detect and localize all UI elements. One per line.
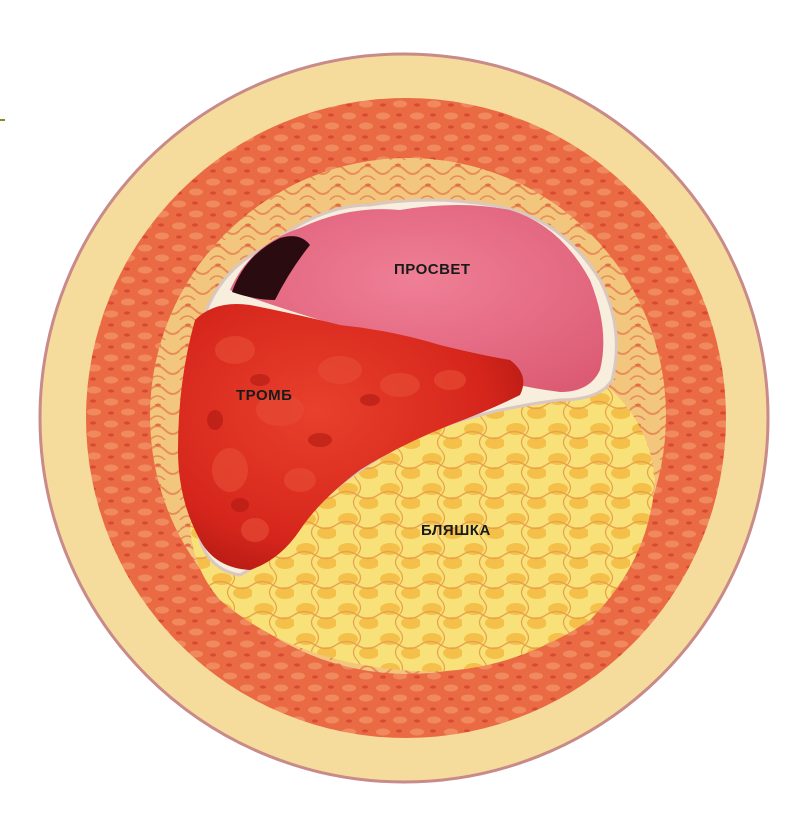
plaque-label: БЛЯШКА — [421, 522, 491, 539]
edge-mark — [0, 119, 5, 121]
thrombus-label: ТРОМБ — [236, 387, 292, 404]
lumen-label: ПРОСВЕТ — [394, 261, 471, 278]
